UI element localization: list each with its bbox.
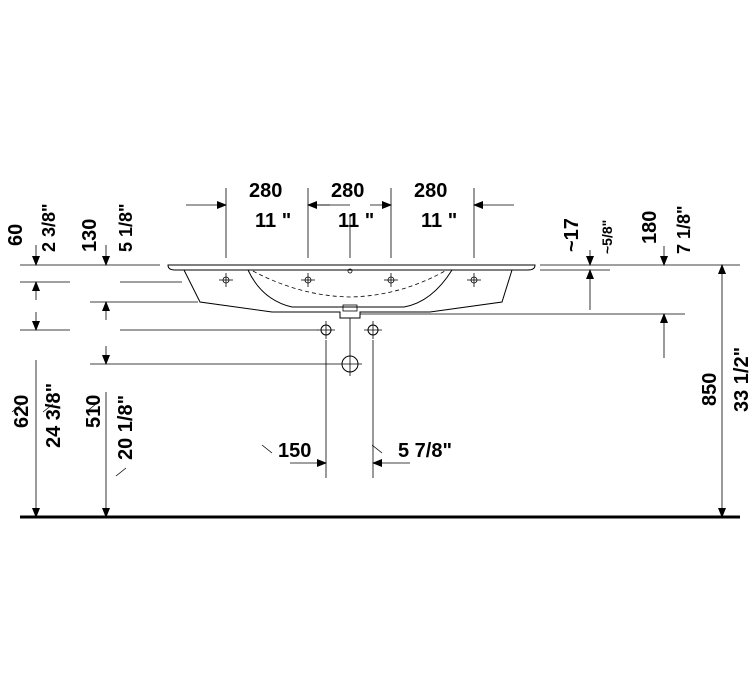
lower-left-620-inch: 24 3/8" bbox=[43, 383, 65, 448]
top-dim-3-inch: 11 " bbox=[421, 210, 457, 232]
left-dim-130-inch: 5 1/8" bbox=[116, 203, 136, 252]
right-top-dimension-lines bbox=[360, 246, 740, 358]
center-lines bbox=[325, 214, 374, 478]
drain-offset-lines bbox=[261, 444, 410, 467]
left-dim-60-inch: 2 3/8" bbox=[39, 203, 59, 252]
drain-offset-inch: 5 7/8" bbox=[398, 440, 452, 462]
lower-left-510-inch: 20 1/8" bbox=[115, 395, 137, 460]
lower-left-620-mm: 620 bbox=[11, 395, 33, 428]
overall-height-inch: 33 1/2" bbox=[731, 347, 753, 412]
right-dim-180-inch: 7 1/8" bbox=[674, 205, 694, 254]
left-top-dimension-lines bbox=[20, 245, 198, 320]
right-dim-180-mm: 180 bbox=[639, 211, 661, 244]
left-dim-130-mm: 130 bbox=[79, 219, 101, 252]
connection-markers bbox=[317, 321, 382, 376]
drain-offset-mm: 150 bbox=[278, 440, 311, 462]
tap-hole-markers bbox=[219, 273, 481, 287]
top-dim-2-inch: 11 " bbox=[338, 210, 374, 232]
right-dim-17-mm: ~17 bbox=[561, 218, 583, 252]
top-dim-3-mm: 280 bbox=[414, 180, 447, 202]
lower-left-dimension-lines bbox=[11, 312, 338, 518]
top-dim-1-inch: 11 " bbox=[255, 210, 291, 232]
overall-height-mm: 850 bbox=[699, 373, 721, 406]
top-dimension-lines bbox=[186, 188, 514, 258]
right-dim-17-inch: ~5/8" bbox=[599, 220, 615, 254]
lower-left-510-mm: 510 bbox=[83, 395, 105, 428]
left-dim-60-mm: 60 bbox=[5, 224, 27, 246]
top-dim-2-mm: 280 bbox=[331, 180, 364, 202]
washbasin-outline bbox=[167, 264, 536, 319]
top-dim-1-mm: 280 bbox=[249, 180, 282, 202]
